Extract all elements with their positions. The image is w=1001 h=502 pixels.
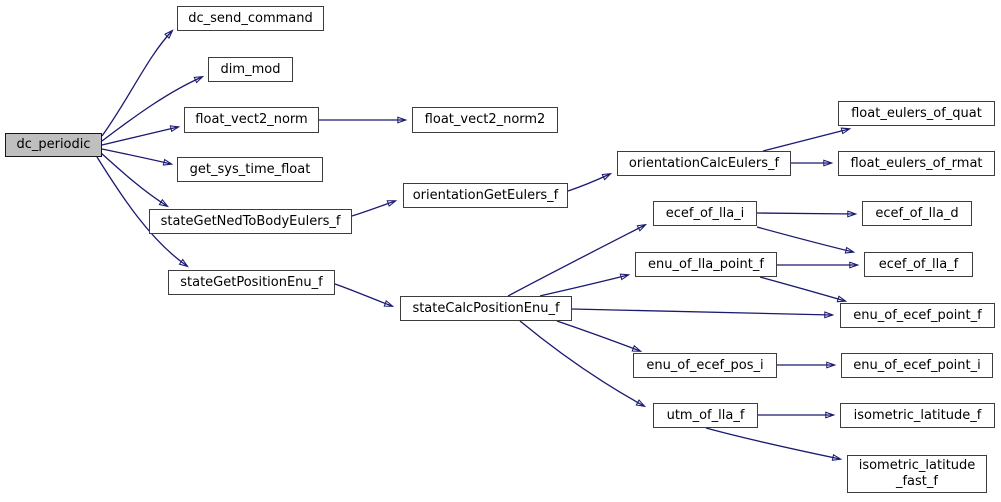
edge-stateCalcPositionEnu_f-enu_of_ecef_pos_i: [556, 320, 640, 351]
edge-stateCalcPositionEnu_f-ecef_of_lla_i: [507, 225, 645, 297]
edge-enu_of_lla_point_f-enu_of_ecef_point_f: [759, 276, 845, 301]
edge-orientationCalcEulers_f-float_eulers_of_quat: [762, 129, 849, 152]
node-dc-send-command[interactable]: dc_send_command: [177, 6, 324, 31]
edge-dc_periodic-stateGetNedToBodyEulers_f: [100, 152, 167, 206]
node-enu-of-ecef-point-i[interactable]: enu_of_ecef_point_i: [841, 353, 993, 378]
node-get-sys-time-float[interactable]: get_sys_time_float: [177, 157, 323, 182]
edge-dc_periodic-stateGetPositionEnu_f: [96, 156, 187, 266]
edge-ecef_of_lla_i-ecef_of_lla_f: [756, 226, 853, 252]
node-isometric-latitude-fast-f[interactable]: isometric_latitude _fast_f: [847, 455, 987, 493]
node-float-eulers-of-quat[interactable]: float_eulers_of_quat: [838, 101, 995, 126]
edge-dc_periodic-dc_send_command: [101, 31, 172, 137]
node-enu-of-lla-point-f[interactable]: enu_of_lla_point_f: [635, 252, 777, 277]
edge-stateGetPositionEnu_f-stateCalcPositionEnu_f: [334, 283, 392, 306]
edge-ecef_of_lla_i-ecef_of_lla_d: [756, 213, 855, 214]
node-enu-of-ecef-pos-i[interactable]: enu_of_ecef_pos_i: [633, 353, 777, 378]
node-ecef-of-lla-i[interactable]: ecef_of_lla_i: [653, 201, 757, 226]
node-enu-of-ecef-point-f[interactable]: enu_of_ecef_point_f: [840, 303, 995, 328]
node-dc-periodic[interactable]: dc_periodic: [5, 133, 102, 157]
edge-stateCalcPositionEnu_f-utm_of_lla_f: [519, 320, 644, 406]
edge-utm_of_lla_f-isometric_latitude_fast_f: [705, 427, 840, 459]
node-ecef-of-lla-d[interactable]: ecef_of_lla_d: [862, 201, 972, 226]
edge-dc_periodic-get_sys_time_float: [101, 148, 171, 164]
node-ecef-of-lla-f[interactable]: ecef_of_lla_f: [864, 252, 973, 277]
node-dim-mod[interactable]: dim_mod: [208, 57, 293, 82]
node-stateGetNedToBodyEulers-f[interactable]: stateGetNedToBodyEulers_f: [149, 209, 352, 234]
node-stateCalcPositionEnu-f[interactable]: stateCalcPositionEnu_f: [400, 296, 572, 321]
node-utm-of-lla-f[interactable]: utm_of_lla_f: [653, 403, 758, 428]
node-orientationCalcEulers-f[interactable]: orientationCalcEulers_f: [617, 151, 791, 176]
node-orientationGetEulers-f[interactable]: orientationGetEulers_f: [403, 183, 568, 208]
node-stateGetPositionEnu-f[interactable]: stateGetPositionEnu_f: [168, 270, 335, 295]
node-isometric-latitude-f[interactable]: isometric_latitude_f: [840, 403, 995, 428]
edge-dc_periodic-float_vect2_norm: [101, 127, 178, 146]
edge-stateGetNedToBodyEulers_f-orientationGetEulers_f: [351, 201, 395, 217]
edge-stateCalcPositionEnu_f-enu_of_ecef_point_f: [571, 308, 832, 315]
node-float-vect2-norm2[interactable]: float_vect2_norm2: [412, 107, 558, 133]
edge-dc_periodic-dim_mod: [101, 77, 202, 142]
node-float-eulers-of-rmat[interactable]: float_eulers_of_rmat: [838, 151, 995, 176]
edge-stateCalcPositionEnu_f-enu_of_lla_point_f: [539, 275, 628, 297]
edge-orientationGetEulers_f-orientationCalcEulers_f: [567, 174, 610, 192]
node-float-vect2-norm[interactable]: float_vect2_norm: [184, 107, 319, 133]
